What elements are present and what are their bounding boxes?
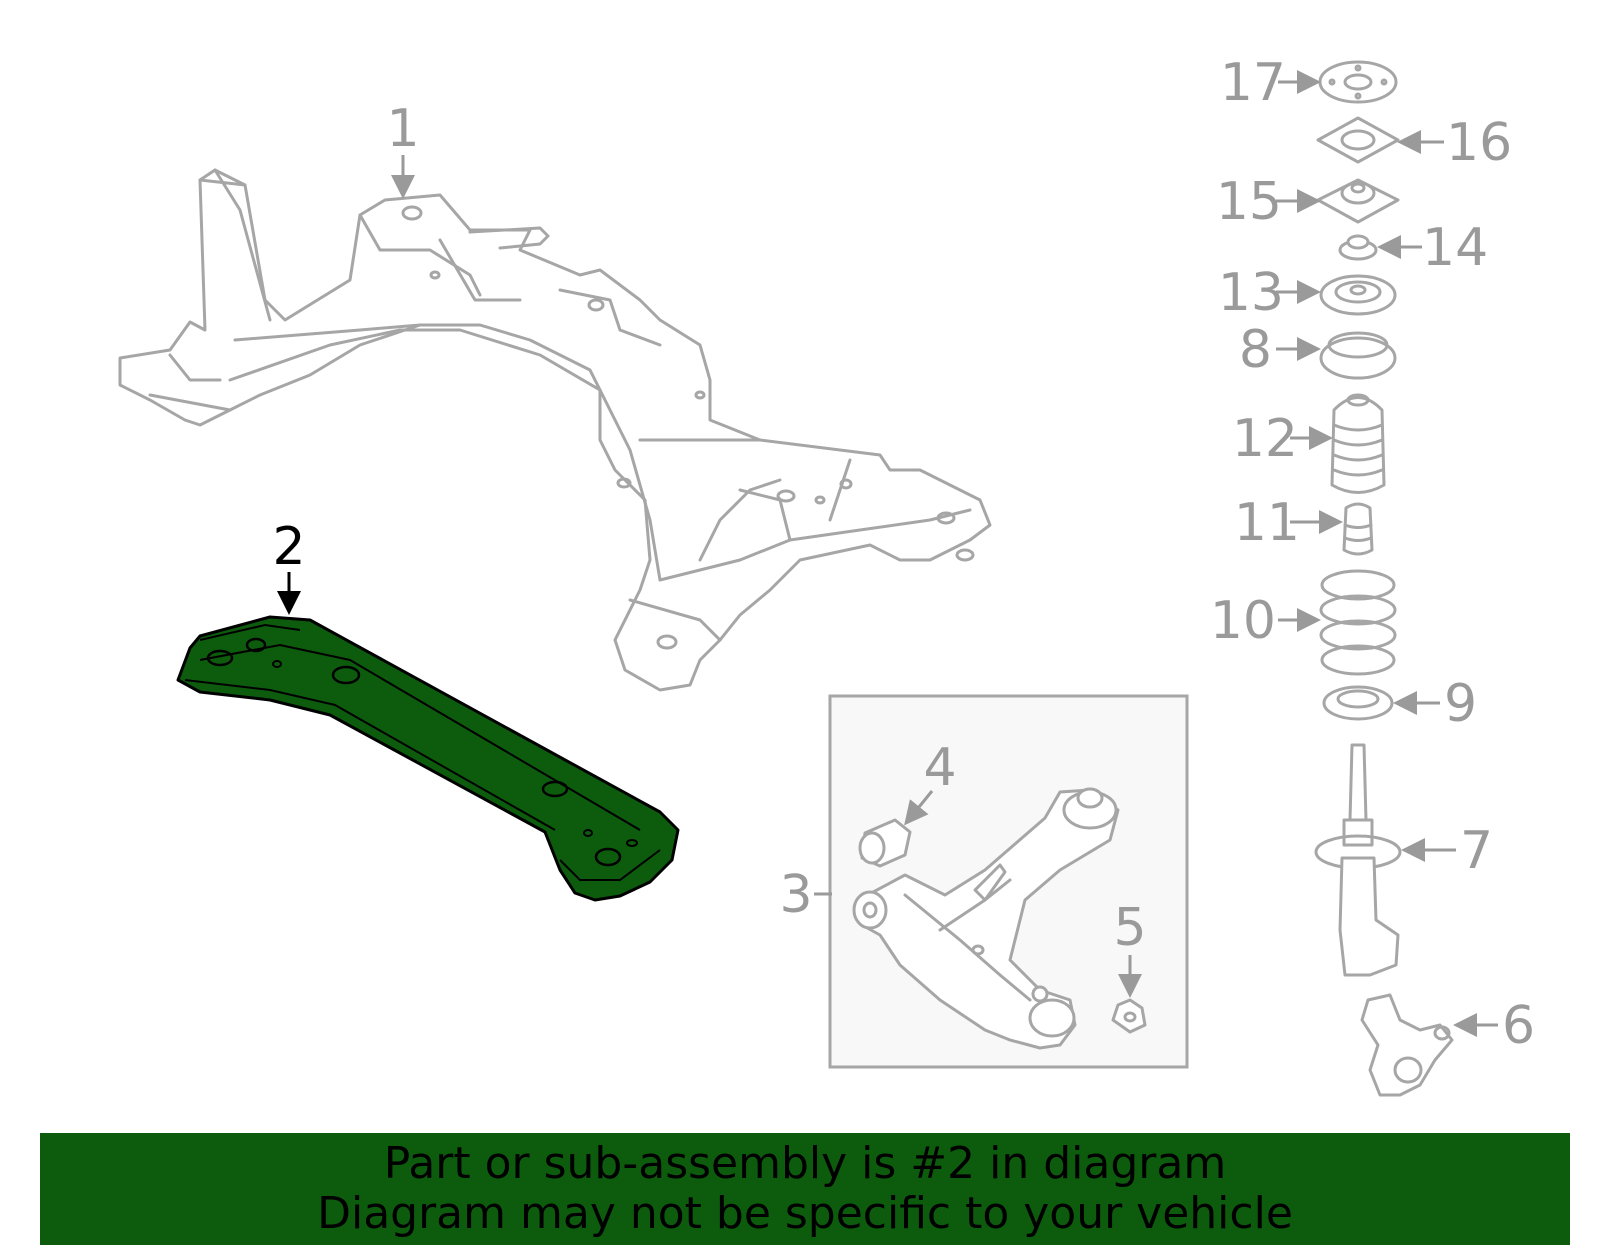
- callout-16: 16: [1446, 113, 1512, 173]
- callout-12: 12: [1232, 409, 1298, 469]
- callout-15: 15: [1216, 172, 1282, 232]
- bearing-part-13: [1319, 274, 1397, 316]
- control-arm-group-part-3: [828, 694, 1189, 1069]
- callout-labels: 1 2 3 4 5 6 7 8 9 10 11 12 13 14 15 16 1…: [272, 53, 1535, 1056]
- callout-3: 3: [779, 865, 812, 925]
- callout-10: 10: [1210, 591, 1276, 651]
- strut-part-7: [1314, 743, 1402, 977]
- callout-14: 14: [1422, 218, 1488, 278]
- subframe-part-1: [118, 168, 992, 692]
- callout-7: 7: [1460, 821, 1493, 881]
- callout-1: 1: [386, 99, 419, 159]
- banner-line-selected-part: Part or sub-assembly is #2 in diagram: [383, 1138, 1227, 1189]
- mount-plate-part-16: [1316, 116, 1400, 164]
- strut-assembly: [1314, 60, 1454, 1097]
- bump-stop-part-5: [1111, 998, 1147, 1034]
- banner-line-disclaimer: Diagram may not be specific to your vehi…: [317, 1188, 1293, 1239]
- callout-6: 6: [1502, 996, 1535, 1056]
- callout-11: 11: [1234, 493, 1300, 553]
- bushing-part-14: [1338, 234, 1378, 261]
- steering-knuckle-part-6: [1360, 993, 1454, 1097]
- callout-8: 8: [1239, 320, 1272, 380]
- crossmember-part-2[interactable]: [176, 615, 680, 902]
- callout-5: 5: [1113, 898, 1146, 958]
- callout-17: 17: [1220, 53, 1286, 113]
- gasket-part-17: [1318, 60, 1398, 104]
- info-banner: Part or sub-assembly is #2 in diagram Di…: [40, 1133, 1570, 1245]
- spring-seat-part-8: [1319, 331, 1397, 380]
- bump-stop-part-11: [1342, 502, 1374, 556]
- callout-2[interactable]: 2: [272, 517, 305, 577]
- coil-spring-part-10: [1319, 569, 1397, 676]
- strut-mount-part-15: [1316, 178, 1400, 224]
- bushing-part-4: [858, 818, 912, 868]
- callout-13: 13: [1218, 263, 1284, 323]
- spring-insulator-part-9: [1322, 685, 1394, 721]
- callout-9: 9: [1444, 674, 1477, 734]
- dust-boot-part-12: [1330, 393, 1386, 494]
- leader-lines: [277, 70, 1498, 1037]
- callout-4: 4: [923, 738, 956, 798]
